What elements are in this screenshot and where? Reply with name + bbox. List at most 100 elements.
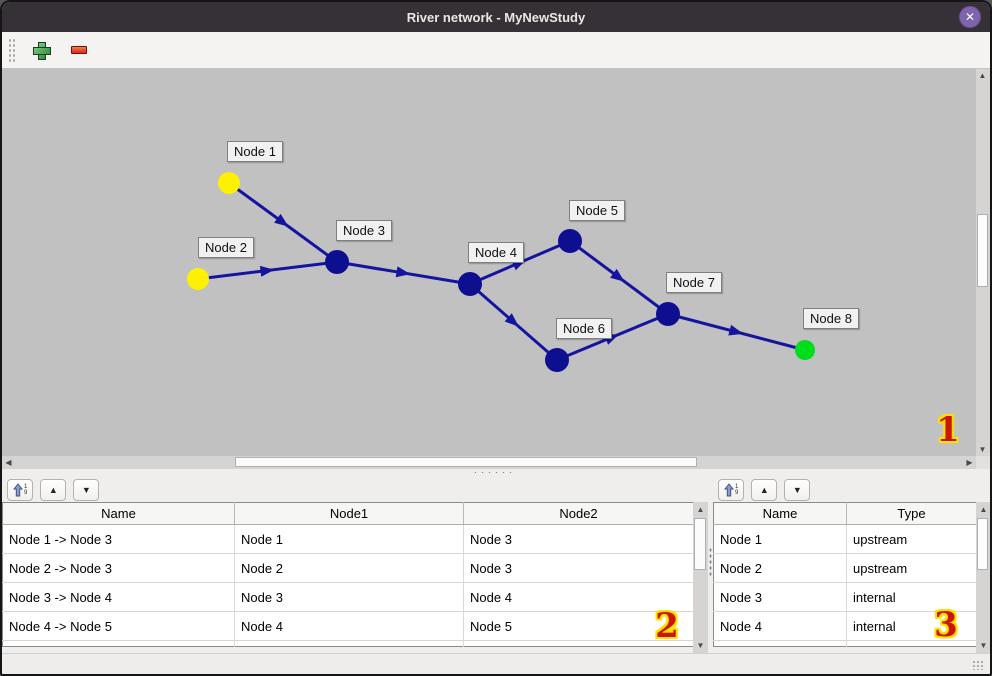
up-triangle-icon: ▲ [48,484,58,495]
node-label: Node 1 [227,141,283,162]
cell[interactable]: Node 1 [713,524,847,554]
cell[interactable]: upstream [846,553,977,583]
horizontal-scroll-thumb[interactable] [235,457,697,467]
vertical-splitter[interactable] [708,475,713,653]
nodes-table-scrollbar[interactable]: ▲ ▼ [976,502,990,653]
cell[interactable]: Node 4 [234,611,464,641]
move-up-button[interactable]: ▲ [40,478,67,501]
scroll-down-icon[interactable]: ▼ [979,641,988,650]
node-label: Node 6 [556,318,612,339]
up-triangle-icon: ▲ [759,484,769,495]
node-node-8[interactable] [795,340,815,360]
node-label: Node 5 [569,200,625,221]
cell[interactable]: Node 3 [234,582,464,612]
close-icon: ✕ [964,10,976,24]
cell[interactable]: Node 3 [713,582,847,612]
cell[interactable]: Node 1 -> Node 3 [2,524,235,554]
cell[interactable]: Node 5 [463,611,694,641]
canvas-horizontal-scrollbar[interactable]: ◀ ▶ [2,456,976,469]
column-header-name[interactable]: Name [713,502,847,525]
resize-grip-icon[interactable] [972,660,984,670]
cell[interactable]: Node 1 [234,524,464,554]
column-header-name[interactable]: Name [2,502,235,525]
window-title: River network - MyNewStudy [406,9,586,25]
links-scroll-thumb[interactable] [694,518,706,570]
node-label: Node 8 [803,308,859,329]
scroll-up-icon[interactable]: ▲ [978,71,987,80]
flow-arrow-icon [274,213,289,227]
scroll-up-icon[interactable]: ▲ [696,505,705,514]
cell[interactable]: internal [846,582,977,612]
cell[interactable]: Node 4 -> Node 5 [2,611,235,641]
add-node-button[interactable] [29,38,53,62]
nodes-scroll-thumb[interactable] [977,518,988,570]
main-toolbar [2,32,990,69]
canvas-vertical-scrollbar[interactable]: ▲ ▼ [976,69,990,456]
column-header-node2[interactable]: Node2 [463,502,694,525]
cell[interactable]: upstream [846,524,977,554]
node-node-1[interactable] [218,172,240,194]
links-table-scrollbar[interactable]: ▲ ▼ [693,502,708,653]
node-node-5[interactable] [558,229,582,253]
cell[interactable]: Node 3 [463,524,694,554]
nodes-header-row: Name Type [713,502,977,525]
splitter-handle-icon [709,547,712,577]
flow-arrow-icon [728,324,744,336]
partial-row [713,640,977,647]
toolbar-drag-handle[interactable] [8,38,15,62]
links-header-row: Name Node1 Node2 [2,502,694,525]
node-node-2[interactable] [187,268,209,290]
close-button[interactable]: ✕ [959,6,981,28]
column-header-type[interactable]: Type [846,502,977,525]
cell[interactable]: Node 2 [234,553,464,583]
cell[interactable]: Node 4 [713,611,847,641]
scroll-down-icon[interactable]: ▼ [978,445,987,454]
scroll-down-icon[interactable]: ▼ [696,641,705,650]
horizontal-splitter[interactable] [2,469,990,475]
node-node-4[interactable] [458,272,482,296]
cell[interactable]: Node 3 -> Node 4 [2,582,235,612]
cell[interactable]: Node 2 -> Node 3 [2,553,235,583]
node-label: Node 3 [336,220,392,241]
move-down-button[interactable]: ▼ [784,478,811,501]
flow-arrow-icon [395,266,411,278]
node-node-3[interactable] [325,250,349,274]
scroll-right-icon[interactable]: ▶ [966,458,973,467]
scrollbar-corner [976,456,990,469]
move-down-button[interactable]: ▼ [73,478,100,501]
cell[interactable]: Node 3 [463,553,694,583]
column-header-node1[interactable]: Node1 [234,502,464,525]
node-node-6[interactable] [545,348,569,372]
vertical-scroll-thumb[interactable] [977,214,988,287]
cell[interactable]: internal [846,611,977,641]
remove-node-button[interactable] [67,38,91,62]
scroll-up-icon[interactable]: ▲ [979,505,988,514]
move-up-button[interactable]: ▲ [751,478,778,501]
cell[interactable]: Node 4 [463,582,694,612]
cell[interactable]: Node 2 [713,553,847,583]
node-node-7[interactable] [656,302,680,326]
scroll-left-icon[interactable]: ◀ [5,458,12,467]
